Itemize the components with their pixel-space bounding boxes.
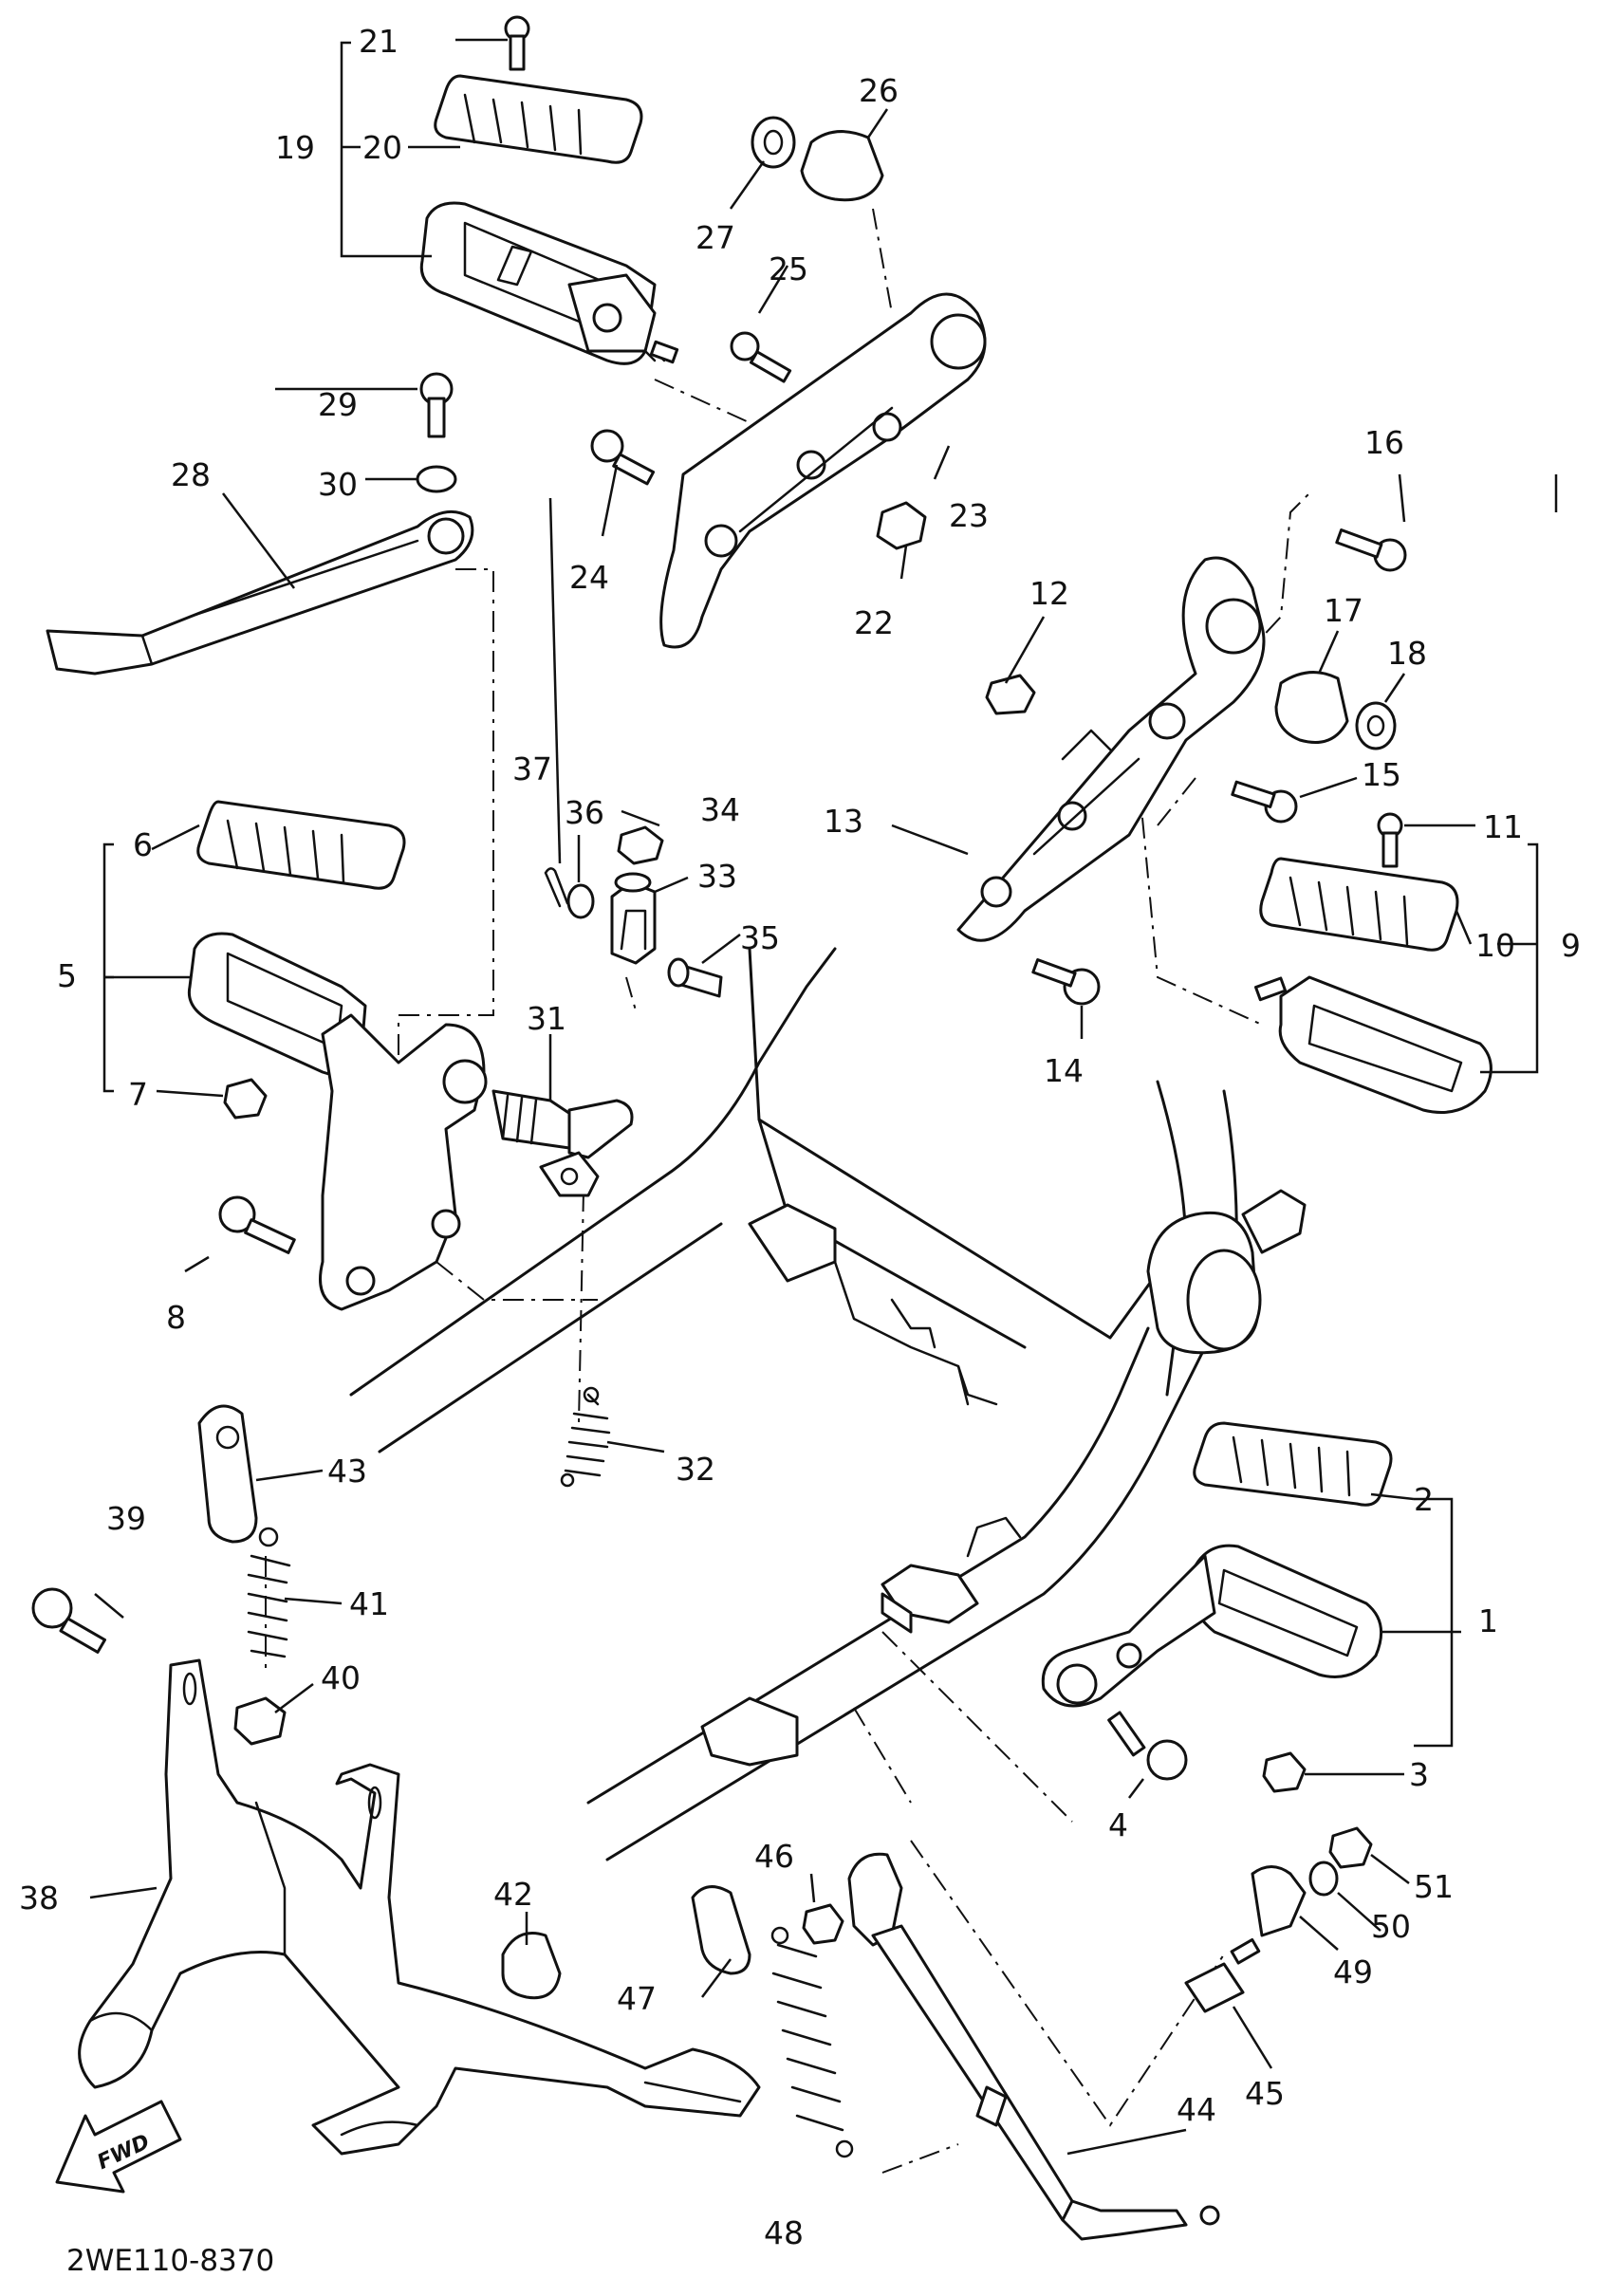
callout-8: 8 (166, 1299, 186, 1336)
callout-17: 17 (1324, 592, 1363, 629)
callout-44: 44 (1177, 2091, 1216, 2128)
callout-2: 2 (1414, 1481, 1434, 1518)
callout-20: 20 (362, 129, 402, 166)
callout-38: 38 (19, 1879, 59, 1916)
callout-32: 32 (676, 1451, 715, 1488)
callout-16: 16 (1364, 424, 1404, 461)
callout-26: 26 (859, 72, 899, 109)
callout-36: 36 (565, 794, 604, 831)
side-stand (691, 1826, 1373, 2241)
callout-49: 49 (1333, 1953, 1373, 1990)
callout-9: 9 (1561, 927, 1581, 964)
main-stand (31, 1404, 761, 2156)
callout-25: 25 (769, 250, 808, 287)
rear-footrest-bracket-right (956, 528, 1492, 1114)
callout-5: 5 (57, 957, 77, 994)
callout-50: 50 (1371, 1908, 1411, 1945)
callout-35: 35 (740, 919, 780, 956)
callout-18: 18 (1387, 635, 1427, 672)
callout-4: 4 (1108, 1806, 1128, 1843)
callout-6: 6 (133, 826, 153, 863)
callout-37: 37 (512, 750, 552, 787)
callout-numbers: 1 2 3 4 5 6 7 8 9 10 11 12 13 14 15 16 1… (19, 23, 1581, 2251)
callout-21: 21 (359, 23, 399, 60)
callout-10: 10 (1475, 927, 1515, 964)
callout-3: 3 (1409, 1756, 1429, 1793)
callout-41: 41 (349, 1585, 389, 1622)
callout-46: 46 (754, 1838, 794, 1875)
callout-33: 33 (697, 858, 737, 895)
callout-22: 22 (854, 604, 894, 641)
callout-48: 48 (764, 2214, 804, 2251)
rear-footrest-left (419, 15, 679, 365)
callout-19: 19 (275, 129, 315, 166)
callout-30: 30 (318, 466, 358, 503)
brake-shaft-assembly (491, 825, 723, 1488)
rear-footrest-bracket-left (590, 116, 987, 649)
fwd-arrow: FWD (55, 2100, 182, 2194)
callout-1: 1 (1478, 1602, 1498, 1639)
callout-13: 13 (824, 803, 863, 840)
callout-51: 51 (1414, 1868, 1454, 1905)
callout-15: 15 (1362, 756, 1401, 793)
leader-lines (89, 38, 1558, 2156)
callout-12: 12 (1029, 575, 1069, 612)
callout-43: 43 (327, 1453, 367, 1490)
callout-7: 7 (128, 1076, 148, 1113)
callout-31: 31 (527, 1000, 566, 1037)
callout-45: 45 (1245, 2075, 1285, 2112)
callout-11: 11 (1483, 808, 1523, 845)
callout-39: 39 (106, 1500, 146, 1537)
callout-23: 23 (949, 497, 989, 534)
callout-42: 42 (493, 1876, 533, 1913)
front-footrest-left (187, 800, 488, 1311)
callout-34: 34 (700, 791, 740, 828)
callout-47: 47 (617, 1980, 657, 2017)
callout-14: 14 (1044, 1052, 1084, 1089)
callout-28: 28 (171, 456, 211, 493)
frame-section (349, 947, 1307, 1861)
front-footrest-right (1041, 1421, 1393, 1793)
callout-29: 29 (318, 386, 358, 423)
callout-40: 40 (321, 1659, 361, 1696)
diagram-code: 2WE110-8370 (66, 2244, 274, 2278)
callout-27: 27 (695, 219, 735, 256)
callout-24: 24 (569, 559, 609, 596)
brake-pedal (46, 372, 474, 676)
